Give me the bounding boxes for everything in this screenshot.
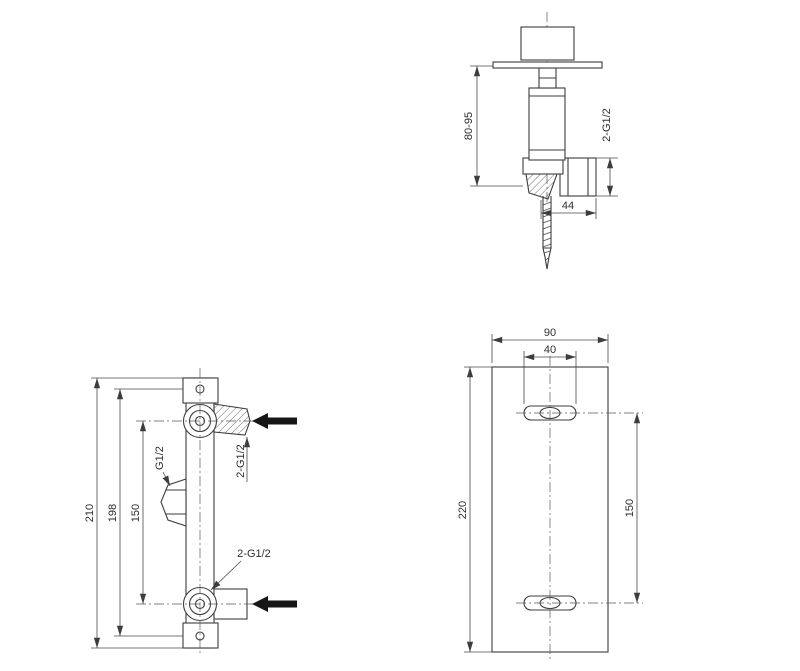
dimension-wall-distance: 80-95 (463, 65, 523, 187)
side-view: 80-95 2-G1/2 44 (463, 12, 618, 270)
inlet-fitting (160, 478, 187, 527)
dimension-valve-centers-front: 150 (130, 421, 147, 604)
dim-label-overall-height: 210 (84, 504, 96, 522)
front-view: 210 198 150 2-G1/2 G1/2 2-G1/2 (84, 368, 297, 656)
dim-label-outlet-thread-side: 2-G1/2 (601, 108, 613, 142)
top-mount-plate (182, 377, 219, 404)
valve-body (528, 87, 566, 161)
dimension-fitting-centers: 150 (624, 413, 641, 603)
dimension-screw-centers: 198 (107, 388, 183, 637)
rod-tip (542, 247, 552, 270)
flow-arrow-top (252, 413, 297, 429)
dim-label-plate-height: 220 (457, 501, 469, 519)
bottom-mount-plate (182, 622, 219, 649)
handle-knob (520, 26, 575, 61)
dimension-plate-height: 220 (457, 366, 492, 653)
lever (525, 173, 558, 200)
flow-arrow-bottom (252, 596, 297, 612)
dimension-fitting-width: 40 (523, 344, 577, 404)
dimension-overall-height: 210 (84, 377, 183, 649)
top-outlet-fitting (213, 403, 251, 436)
dim-label-outlet-width: 44 (562, 200, 574, 212)
callout-outlet-bottom: 2-G1/2 (210, 548, 271, 591)
dim-label-fitting-width: 40 (544, 344, 556, 356)
callout-label-inlet: G1/2 (154, 446, 166, 470)
dim-label-valve-centers-front: 150 (130, 504, 142, 522)
callout-inlet: G1/2 (154, 446, 171, 487)
callout-label-outlet-top: 2-G1/2 (235, 444, 247, 478)
dimension-outlet-thread-side: 2-G1/2 (596, 108, 618, 197)
dim-label-plate-width: 90 (544, 327, 556, 339)
dimension-outlet-width: 44 (540, 198, 597, 219)
dim-label-fitting-centers: 150 (624, 499, 636, 517)
dim-label-wall-distance: 80-95 (463, 112, 475, 140)
plate-view: 90 40 220 150 (457, 327, 643, 661)
outlet-fitting (559, 157, 597, 197)
threaded-rod (542, 196, 552, 270)
callout-outlet-top: 2-G1/2 (235, 437, 251, 482)
dimension-plate-width: 90 (491, 327, 609, 363)
callout-label-outlet-bottom: 2-G1/2 (237, 548, 271, 560)
wall-plate (492, 61, 603, 69)
dim-label-screw-centers: 198 (107, 504, 119, 522)
